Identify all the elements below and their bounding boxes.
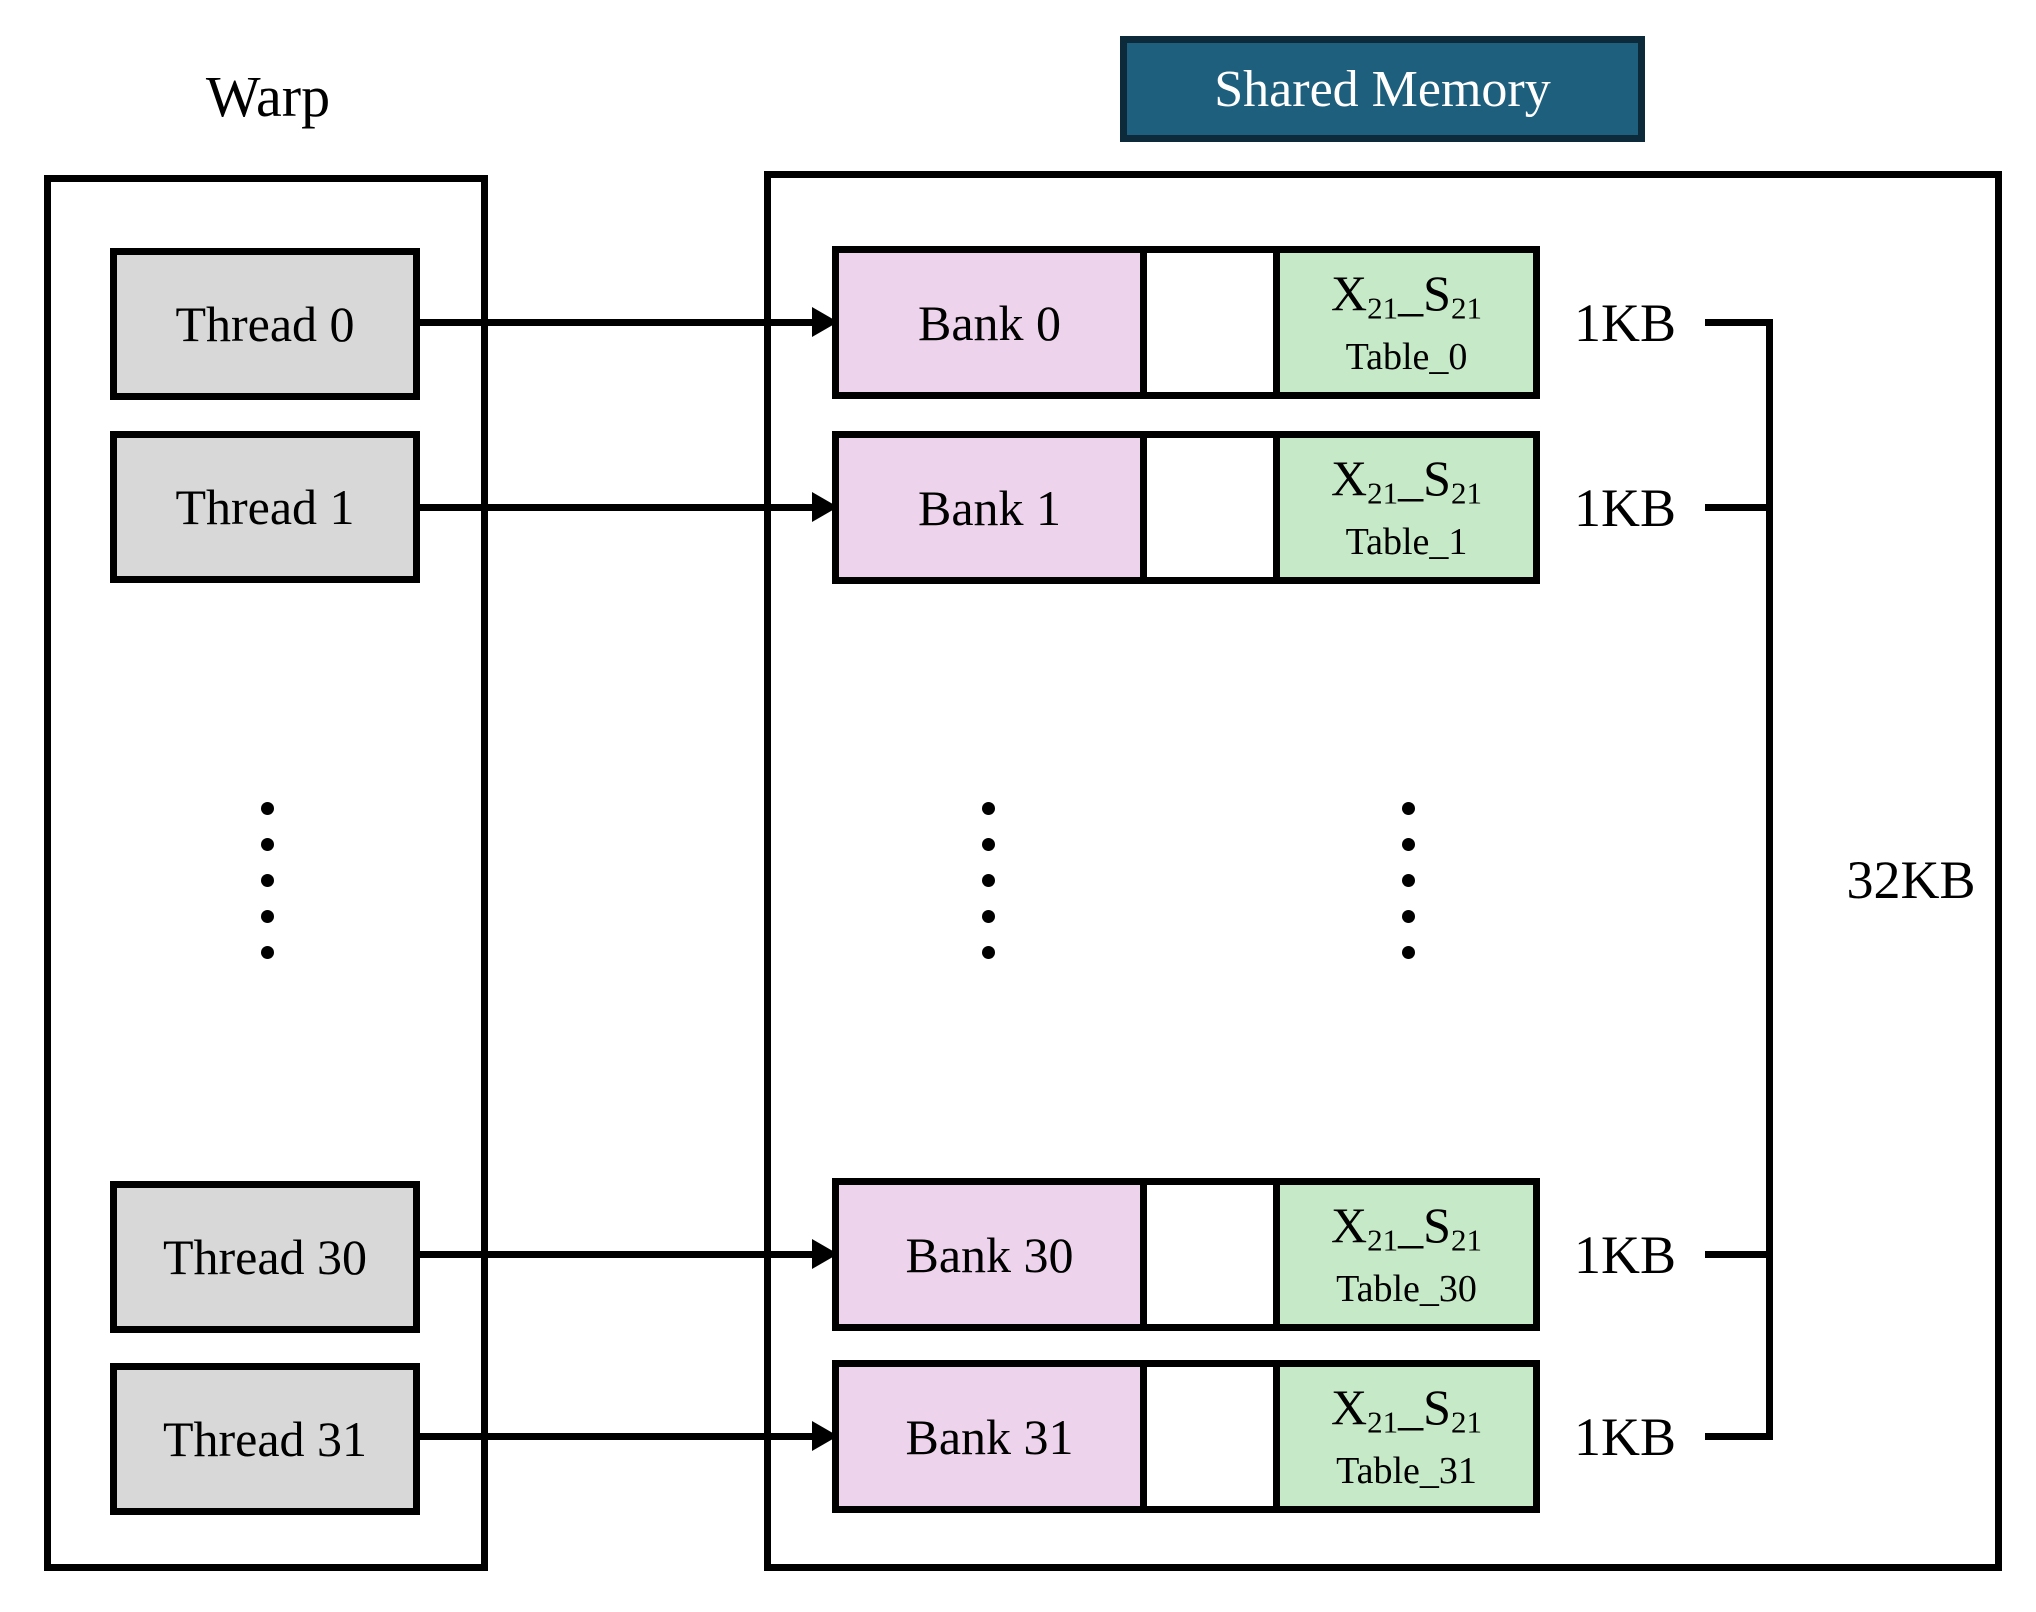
bank-30-table-formula: X21_S21 — [1331, 1196, 1482, 1258]
bank-1-row: Bank 1 X21_S21 Table_1 — [832, 431, 1540, 584]
bank-31-table-cell: X21_S21 Table_31 — [1280, 1367, 1533, 1506]
bracket-tick-bank0 — [1705, 319, 1770, 326]
bank-30-table-cell: X21_S21 Table_30 — [1280, 1185, 1533, 1324]
thread-31-box: Thread 31 — [110, 1363, 420, 1515]
bracket-vertical-line — [1766, 319, 1773, 1440]
thread-0-label: Thread 0 — [175, 296, 355, 352]
tables-ellipsis-dot — [1402, 838, 1415, 851]
tables-ellipsis-dot — [1402, 874, 1415, 887]
bank-31-size-label: 1KB — [1573, 1407, 1676, 1467]
tables-ellipsis-dot — [1402, 802, 1415, 815]
bank-1-table-formula: X21_S21 — [1331, 449, 1482, 511]
shared-memory-title-label: Shared Memory — [1214, 60, 1551, 118]
bank-0-size-label: 1KB — [1573, 293, 1676, 353]
bank-30-label: Bank 30 — [905, 1226, 1074, 1283]
bank-1-table-name: Table_1 — [1345, 521, 1468, 564]
bank-0-cell: Bank 0 — [839, 253, 1147, 392]
bank-0-table-cell: X21_S21 Table_0 — [1280, 253, 1533, 392]
threads-ellipsis-dot — [261, 910, 274, 923]
bank-1-label: Bank 1 — [917, 479, 1062, 536]
bank-31-gap-cell — [1147, 1367, 1280, 1506]
tables-ellipsis-dot — [1402, 946, 1415, 959]
thread-0-box: Thread 0 — [110, 248, 420, 400]
bank-30-row: Bank 30 X21_S21 Table_30 — [832, 1178, 1540, 1331]
bank-0-label: Bank 0 — [917, 294, 1062, 351]
bank-0-gap-cell — [1147, 253, 1280, 392]
arrow-thread31-bank31 — [418, 1433, 814, 1440]
thread-30-box: Thread 30 — [110, 1181, 420, 1333]
threads-ellipsis-dot — [261, 874, 274, 887]
bank-31-table-formula: X21_S21 — [1331, 1378, 1482, 1440]
threads-ellipsis-dot — [261, 838, 274, 851]
bank-30-size-label: 1KB — [1573, 1225, 1676, 1285]
arrow-thread30-bank30 — [418, 1251, 814, 1258]
banks-ellipsis-dot — [982, 910, 995, 923]
bank-0-table-formula: X21_S21 — [1331, 264, 1482, 326]
threads-ellipsis-dot — [261, 802, 274, 815]
bank-31-row: Bank 31 X21_S21 Table_31 — [832, 1360, 1540, 1513]
bank-1-size-label: 1KB — [1573, 478, 1676, 538]
bank-31-label: Bank 31 — [905, 1408, 1074, 1465]
banks-ellipsis-dot — [982, 946, 995, 959]
bank-30-table-name: Table_30 — [1336, 1268, 1477, 1311]
bank-1-gap-cell — [1147, 438, 1280, 577]
bank-1-cell: Bank 1 — [839, 438, 1147, 577]
warp-title: Warp — [205, 64, 331, 129]
shared-memory-title-box: Shared Memory — [1120, 36, 1645, 142]
threads-ellipsis-dot — [261, 946, 274, 959]
banks-ellipsis-dot — [982, 874, 995, 887]
thread-1-label: Thread 1 — [175, 479, 355, 535]
thread-1-box: Thread 1 — [110, 431, 420, 583]
bank-31-cell: Bank 31 — [839, 1367, 1147, 1506]
bank-0-table-name: Table_0 — [1345, 336, 1468, 379]
bracket-tick-bank1 — [1705, 504, 1770, 511]
bank-1-table-cell: X21_S21 Table_1 — [1280, 438, 1533, 577]
warp-container-box — [44, 175, 488, 1571]
bracket-tick-bank30 — [1705, 1251, 1770, 1258]
banks-ellipsis-dot — [982, 838, 995, 851]
thread-30-label: Thread 30 — [162, 1229, 368, 1285]
arrow-thread0-bank0 — [418, 319, 814, 326]
bank-31-table-name: Table_31 — [1336, 1450, 1477, 1493]
banks-ellipsis-dot — [982, 802, 995, 815]
thread-31-label: Thread 31 — [162, 1411, 368, 1467]
arrow-thread1-bank1 — [418, 504, 814, 511]
shared-memory-container-box — [764, 171, 2002, 1571]
bank-30-gap-cell — [1147, 1185, 1280, 1324]
bank-0-row: Bank 0 X21_S21 Table_0 — [832, 246, 1540, 399]
total-size-label: 32KB — [1846, 850, 1976, 910]
tables-ellipsis-dot — [1402, 910, 1415, 923]
bracket-tick-bank31 — [1705, 1433, 1770, 1440]
bank-30-cell: Bank 30 — [839, 1185, 1147, 1324]
